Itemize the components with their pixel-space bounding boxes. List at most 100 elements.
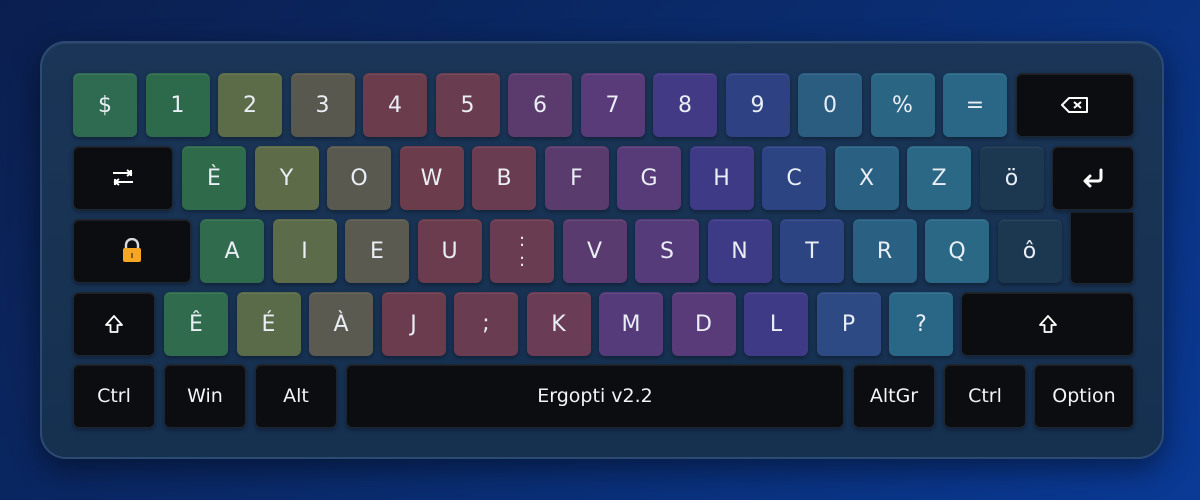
- key-label: R: [876, 238, 893, 264]
- key-label: 0: [823, 92, 837, 118]
- ctrl-left-key[interactable]: Ctrl: [73, 364, 155, 428]
- key-1-row2[interactable]: Y: [254, 146, 319, 210]
- key-label: X: [858, 165, 875, 191]
- key-label: ô: [1022, 238, 1037, 264]
- key-label: B: [496, 165, 512, 191]
- key-10-row1[interactable]: 0: [798, 73, 862, 137]
- key-label: J: [410, 311, 417, 337]
- key-9-row2[interactable]: X: [834, 146, 899, 210]
- key-2-row4[interactable]: À: [309, 292, 373, 356]
- key-label: Win: [187, 385, 223, 407]
- key-label: I: [301, 238, 308, 264]
- key-11-row3[interactable]: ô: [997, 219, 1062, 283]
- key-label: À: [333, 311, 349, 337]
- key-label: 7: [605, 92, 620, 118]
- enter-key-lower[interactable]: [1070, 212, 1134, 284]
- key-label: %: [892, 92, 913, 118]
- alt-key[interactable]: Alt: [255, 364, 337, 428]
- key-label: Z: [931, 165, 947, 191]
- key-label: U: [441, 238, 458, 264]
- shift-left-key[interactable]: [73, 292, 155, 356]
- key-8-row3[interactable]: T: [780, 219, 844, 283]
- key-label: D: [695, 311, 712, 337]
- key-8-row1[interactable]: 8: [653, 73, 717, 137]
- key-11-row2[interactable]: ö: [979, 146, 1044, 210]
- key-6-row3[interactable]: S: [635, 219, 699, 283]
- key-6-row4[interactable]: M: [599, 292, 663, 356]
- key-label: 2: [243, 92, 257, 118]
- altgr-key[interactable]: AltGr: [853, 364, 935, 428]
- backspace-key[interactable]: [1016, 73, 1134, 137]
- colon-stack: ::: [519, 232, 525, 270]
- key-label: Y: [279, 165, 294, 191]
- key-label: 3: [315, 92, 330, 118]
- key-0-row4[interactable]: Ê: [164, 292, 228, 356]
- key-label: W: [420, 165, 443, 191]
- key-4-row2[interactable]: B: [472, 146, 536, 210]
- key-1-row4[interactable]: É: [236, 292, 301, 356]
- key-2-row3[interactable]: E: [345, 219, 409, 283]
- key-5-row4[interactable]: K: [526, 292, 591, 356]
- key-label: 5: [460, 92, 475, 118]
- key-label: Option: [1052, 385, 1116, 407]
- key-10-row4[interactable]: ?: [889, 292, 953, 356]
- key-4-row4[interactable]: ;: [454, 292, 518, 356]
- key-3-row1[interactable]: 3: [290, 73, 355, 137]
- key-12-row1[interactable]: =: [943, 73, 1007, 137]
- key-7-row2[interactable]: H: [689, 146, 754, 210]
- key-1-row1[interactable]: 1: [145, 73, 210, 137]
- key-label: K: [551, 311, 566, 337]
- key-5-row1[interactable]: 5: [435, 73, 500, 137]
- key-label: Ctrl: [97, 385, 131, 407]
- key-9-row1[interactable]: 9: [725, 73, 790, 137]
- key-label: G: [640, 165, 658, 191]
- key-9-row3[interactable]: R: [852, 219, 917, 283]
- key-3-row3[interactable]: U: [417, 219, 482, 283]
- key-8-row4[interactable]: L: [744, 292, 808, 356]
- key-6-row1[interactable]: 6: [508, 73, 572, 137]
- key-0-row2[interactable]: È: [182, 146, 246, 210]
- ctrl-right-key[interactable]: Ctrl: [944, 364, 1026, 428]
- key-9-row4[interactable]: P: [816, 292, 881, 356]
- tab-key[interactable]: [73, 146, 173, 210]
- key-label: Alt: [283, 385, 309, 407]
- lock-key[interactable]: [73, 219, 191, 283]
- key-label: O: [350, 165, 368, 191]
- key-5-row2[interactable]: F: [544, 146, 609, 210]
- key-7-row1[interactable]: 7: [580, 73, 645, 137]
- shift-right-key[interactable]: [961, 292, 1134, 356]
- key-label: A: [224, 238, 240, 264]
- key-5-row3[interactable]: V: [562, 219, 627, 283]
- key-10-row2[interactable]: Z: [907, 146, 971, 210]
- key-10-row3[interactable]: Q: [925, 219, 989, 283]
- key-2-row1[interactable]: 2: [218, 73, 282, 137]
- key-label: V: [586, 238, 603, 264]
- win-key[interactable]: Win: [164, 364, 246, 428]
- key-8-row2[interactable]: C: [762, 146, 826, 210]
- key-7-row3[interactable]: N: [707, 219, 772, 283]
- enter-key[interactable]: [1052, 146, 1134, 210]
- key-label: P: [841, 311, 856, 337]
- key-label: S: [660, 238, 674, 264]
- key-0-row1[interactable]: $: [73, 73, 137, 137]
- key-7-row4[interactable]: D: [671, 292, 736, 356]
- shift-icon: [105, 315, 123, 333]
- tab-icon: [111, 169, 135, 187]
- key-label: 8: [678, 92, 692, 118]
- key-3-row2[interactable]: W: [399, 146, 464, 210]
- key-2-row2[interactable]: O: [327, 146, 391, 210]
- key-11-row1[interactable]: %: [870, 73, 935, 137]
- option-key[interactable]: Option: [1034, 364, 1134, 428]
- key-label: H: [713, 165, 730, 191]
- space-key[interactable]: Ergopti v2.2: [346, 364, 844, 428]
- key-0-row3[interactable]: A: [200, 219, 264, 283]
- key-3-row4[interactable]: J: [381, 292, 446, 356]
- key-label: N: [731, 238, 748, 264]
- key-1-row3[interactable]: I: [272, 219, 337, 283]
- key-label: 1: [170, 92, 185, 118]
- key-label: E: [370, 238, 384, 264]
- key-label: Ê: [189, 311, 203, 337]
- key-4-row1[interactable]: 4: [363, 73, 427, 137]
- key-4-row3[interactable]: ::: [490, 219, 554, 283]
- key-6-row2[interactable]: G: [617, 146, 681, 210]
